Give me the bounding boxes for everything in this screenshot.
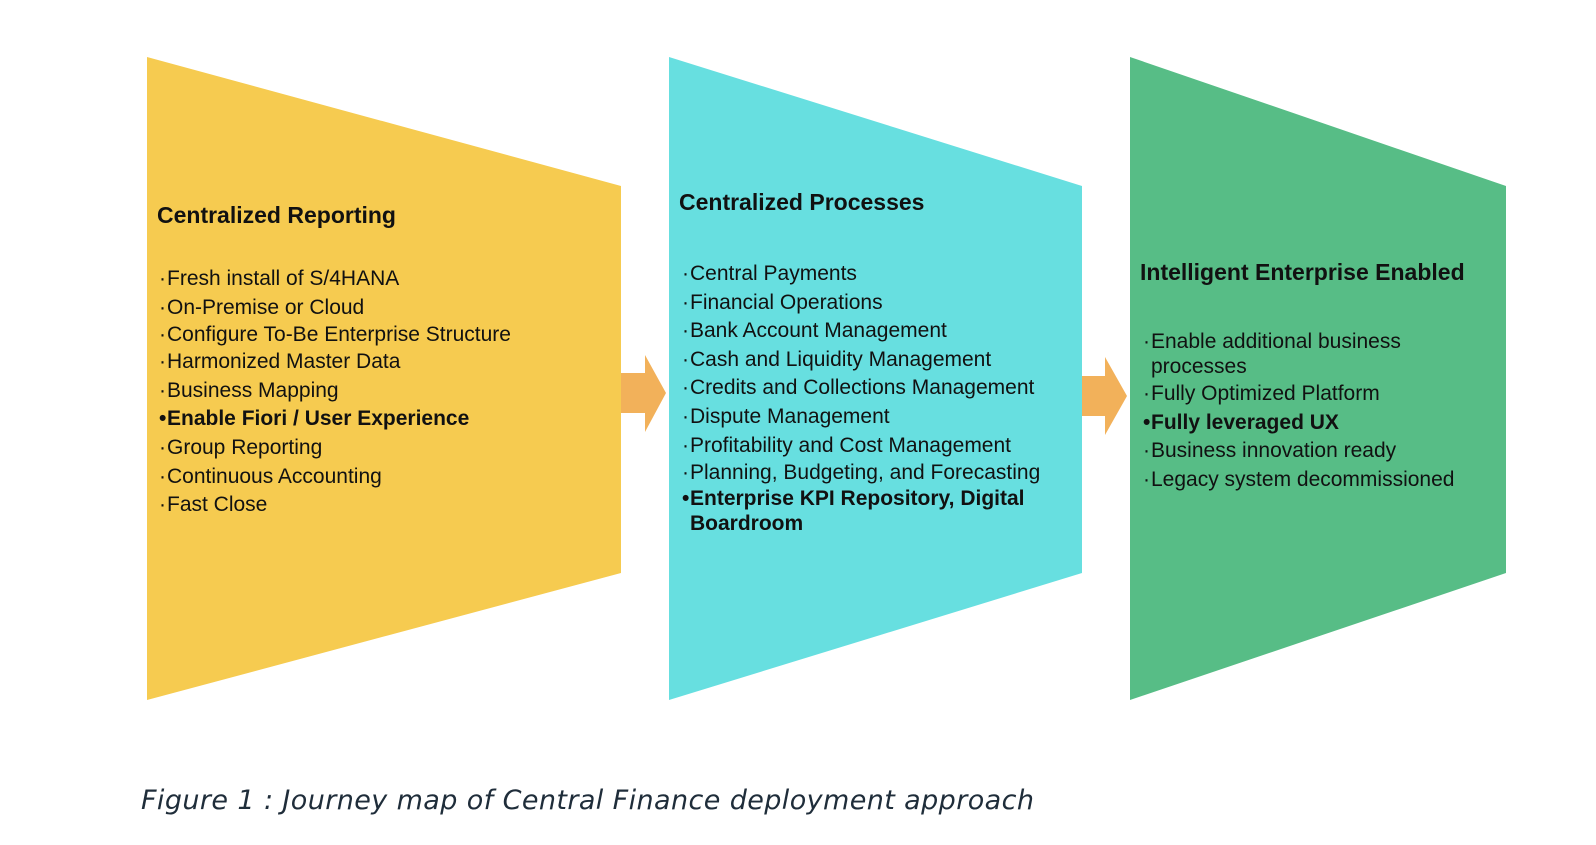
list-item: Credits and Collections Management bbox=[682, 374, 1074, 403]
list-item: Cash and Liquidity Management bbox=[682, 346, 1074, 375]
list-item: Central Payments bbox=[682, 260, 1074, 289]
list-item: Planning, Budgeting, and Forecasting bbox=[682, 460, 1074, 486]
list-item: Dispute Management bbox=[682, 403, 1074, 432]
list-item: Enable additional business processes bbox=[1143, 329, 1481, 380]
list-item: Fully leveraged UX bbox=[1143, 409, 1481, 438]
list-item: Configure To-Be Enterprise Structure bbox=[159, 322, 609, 348]
stage-title-intelligent-enterprise: Intelligent Enterprise Enabled bbox=[1140, 259, 1465, 285]
stage-list-intelligent-enterprise: Enable additional business processesFull… bbox=[1143, 329, 1481, 494]
list-item: Enable Fiori / User Experience bbox=[159, 405, 609, 434]
list-item: On-Premise or Cloud bbox=[159, 294, 609, 323]
list-item: Group Reporting bbox=[159, 434, 609, 463]
list-item: Harmonized Master Data bbox=[159, 348, 609, 377]
flow-arrow-1 bbox=[621, 355, 666, 432]
stage-list-centralized-reporting: Fresh install of S/4HANAOn-Premise or Cl… bbox=[159, 265, 609, 520]
list-item: Financial Operations bbox=[682, 289, 1074, 318]
list-item: Continuous Accounting bbox=[159, 463, 609, 492]
list-item: Bank Account Management bbox=[682, 317, 1074, 346]
stage-title-centralized-reporting: Centralized Reporting bbox=[157, 202, 396, 228]
stage-title-centralized-processes: Centralized Processes bbox=[679, 189, 925, 215]
list-item: Legacy system decommissioned bbox=[1143, 466, 1481, 495]
figure-caption: Figure 1 : Journey map of Central Financ… bbox=[141, 785, 1035, 816]
journey-map-diagram bbox=[147, 57, 1506, 700]
list-item: Profitability and Cost Management bbox=[682, 432, 1074, 461]
list-item: Enterprise KPI Repository, Digital Board… bbox=[682, 486, 1074, 537]
list-item: Fully Optimized Platform bbox=[1143, 380, 1481, 409]
list-item: Fast Close bbox=[159, 491, 609, 520]
stage-list-centralized-processes: Central PaymentsFinancial OperationsBank… bbox=[682, 260, 1074, 537]
list-item: Business Mapping bbox=[159, 377, 609, 406]
list-item: Fresh install of S/4HANA bbox=[159, 265, 609, 294]
list-item: Business innovation ready bbox=[1143, 437, 1481, 466]
flow-arrow-2 bbox=[1082, 357, 1127, 435]
